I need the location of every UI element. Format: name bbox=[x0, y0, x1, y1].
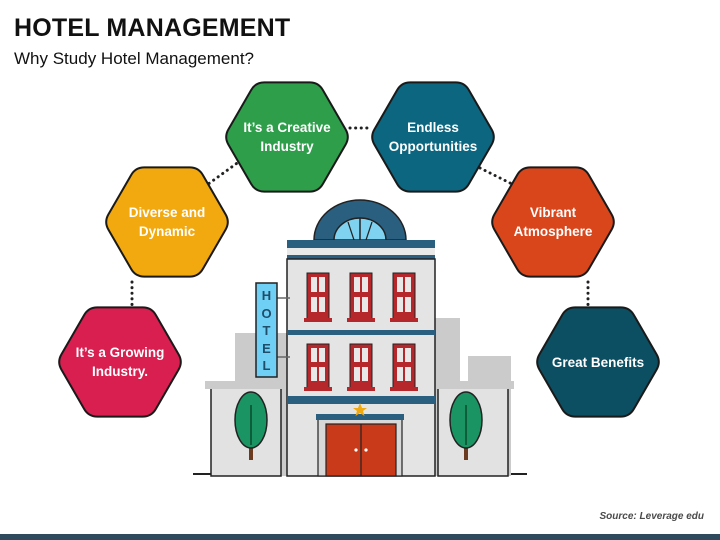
star-icon bbox=[353, 403, 367, 416]
page-subtitle: Why Study Hotel Management? bbox=[14, 49, 255, 68]
hexagon-layer bbox=[58, 81, 660, 418]
hexagon-benefits bbox=[536, 306, 660, 418]
hexagon-label-creative: It’s a Creative Industry bbox=[243, 120, 331, 154]
hotel-sign-letter: L bbox=[262, 358, 271, 373]
hexagon-growing bbox=[58, 306, 182, 418]
hotel-sign-letter: O bbox=[261, 305, 272, 321]
hotel-sign-letter: E bbox=[262, 340, 271, 356]
connectors bbox=[130, 126, 590, 311]
hotel-building bbox=[286, 199, 436, 477]
hexagon-vibrant bbox=[491, 166, 615, 278]
connector-endless-vibrant bbox=[478, 166, 514, 186]
hotel-sign-letter: H bbox=[261, 288, 272, 303]
hexagon-label-vibrant: Vibrant Atmosphere bbox=[513, 205, 593, 239]
tree-right bbox=[449, 391, 483, 460]
hexagon-label-growing: It’s a Growing Industry. bbox=[75, 345, 165, 379]
bottom-bar bbox=[0, 534, 720, 540]
hexagon-endless bbox=[371, 81, 495, 193]
hexagon-label-endless: Endless Opportunities bbox=[388, 120, 478, 154]
hexagon-creative bbox=[225, 81, 349, 193]
hotel-sign-letter: T bbox=[262, 323, 271, 338]
page-title: HOTEL MANAGEMENT bbox=[14, 14, 291, 42]
hexagon-label-diverse: Diverse and Dynamic bbox=[128, 205, 206, 239]
hexagon-diverse bbox=[105, 166, 229, 278]
source-note: Source: Leverage edu bbox=[599, 511, 704, 522]
hotel-sign bbox=[255, 282, 290, 378]
tree-left bbox=[234, 391, 268, 460]
hexagon-label-benefits: Great Benefits bbox=[551, 354, 645, 370]
